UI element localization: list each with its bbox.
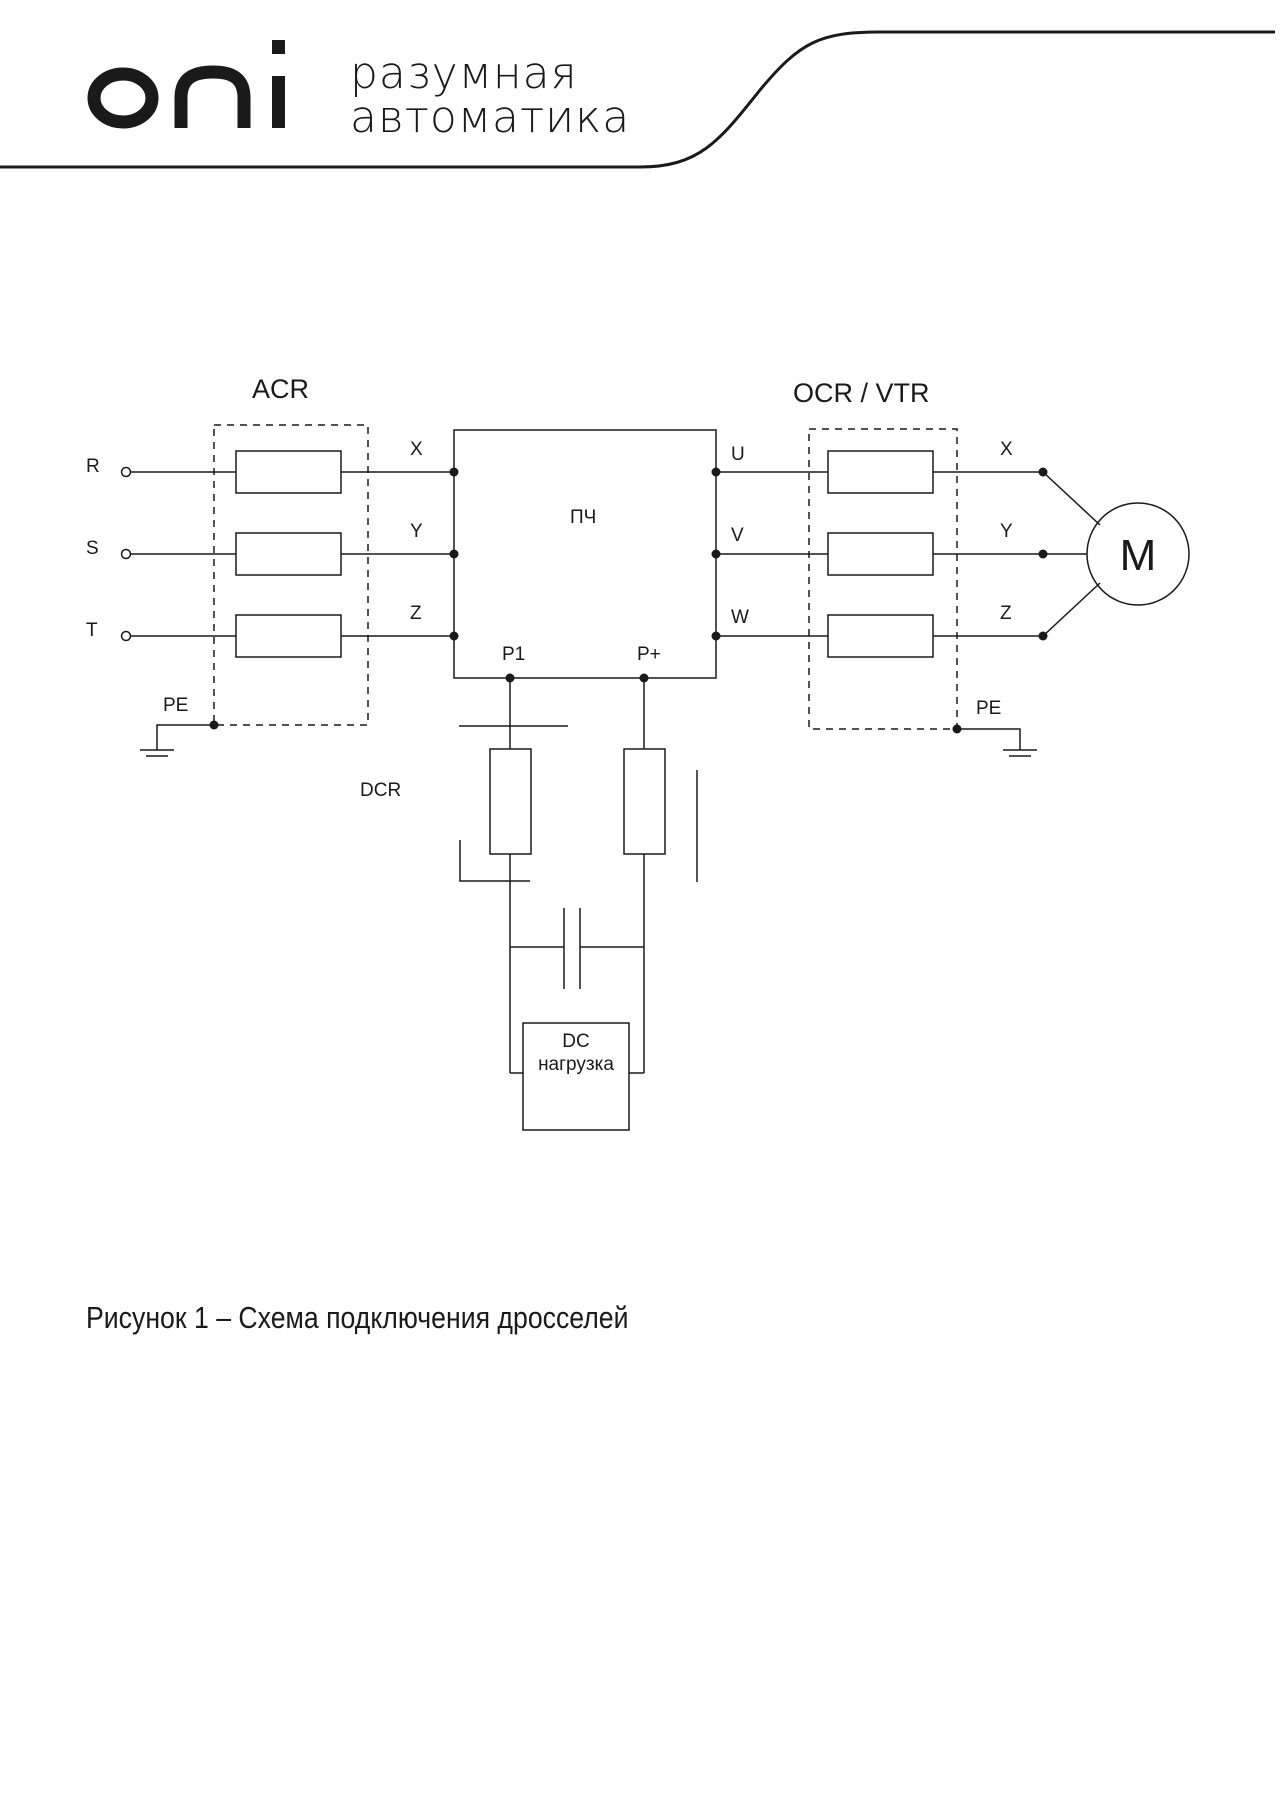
pe-right-label: PE [976, 698, 1001, 719]
terminal-r [120, 466, 132, 478]
header-swoosh-line [0, 30, 1275, 169]
motor-terminal-x: X [1000, 439, 1013, 460]
oni-logo: oni [87, 40, 285, 129]
figure-caption: Рисунок 1 – Схема подключения дросселей [86, 1300, 629, 1335]
motor-terminal-y: Y [1000, 521, 1013, 542]
terminal-t [120, 630, 132, 642]
dc-terminal-p1: P1 [502, 644, 525, 665]
tagline-line-1: разумная [350, 48, 578, 99]
dcr-reactor-right [623, 748, 666, 855]
logo-letter-o [87, 67, 159, 129]
dc-load-label-line-1: DC [562, 1031, 589, 1052]
inverter-output-w: W [731, 607, 749, 628]
inverter-output-u: U [731, 444, 745, 465]
dcr-bracket [459, 840, 530, 882]
inverter-input-y: Y [410, 521, 423, 542]
motor-terminal-z: Z [1000, 603, 1012, 624]
acr-reactor-1 [235, 450, 342, 494]
terminal-s [120, 548, 132, 560]
ocr-reactor-3 [827, 614, 934, 658]
pe-right-wire [957, 728, 1021, 750]
inverter-output-v: V [731, 525, 744, 546]
acr-title: ACR [252, 374, 309, 404]
header-curve [0, 30, 1275, 169]
motor-circle [1086, 502, 1190, 606]
logo-letter-i-stem [272, 76, 285, 128]
dcr-label: DCR [360, 780, 401, 801]
tagline-line-2: автоматика [350, 92, 631, 143]
inverter-input-z: Z [410, 603, 422, 624]
inverter-label: ПЧ [570, 507, 596, 528]
dc-load-box [522, 1022, 630, 1131]
input-label-r: R [86, 456, 100, 477]
dc-terminal-p-plus: P+ [637, 644, 661, 665]
motor-label: M [1120, 531, 1157, 580]
acr-reactor-3 [235, 614, 342, 658]
page-header: oni разумная автоматика [0, 0, 1280, 180]
wiring-diagram: ACR OCR / VTR R S T X Y Z ПЧ U V W P1 P+… [86, 374, 1190, 1131]
inverter-input-x: X [410, 439, 423, 460]
ocr-vtr-title: OCR / VTR [793, 378, 930, 408]
input-label-t: T [86, 620, 98, 641]
pe-left-label: PE [163, 695, 188, 716]
pe-left-wire [156, 724, 214, 750]
dcr-reactor-left [489, 748, 532, 855]
logo-letter-n [174, 65, 251, 128]
ocr-vtr-group-box [808, 428, 958, 730]
ocr-reactor-1 [827, 450, 934, 494]
logo-letter-i-dot [272, 40, 285, 54]
acr-reactor-2 [235, 532, 342, 576]
inverter-box [453, 429, 717, 679]
dc-load-label-line-2: нагрузка [538, 1054, 614, 1075]
input-label-s: S [86, 538, 99, 559]
ocr-reactor-2 [827, 532, 934, 576]
acr-group-box [213, 424, 369, 726]
